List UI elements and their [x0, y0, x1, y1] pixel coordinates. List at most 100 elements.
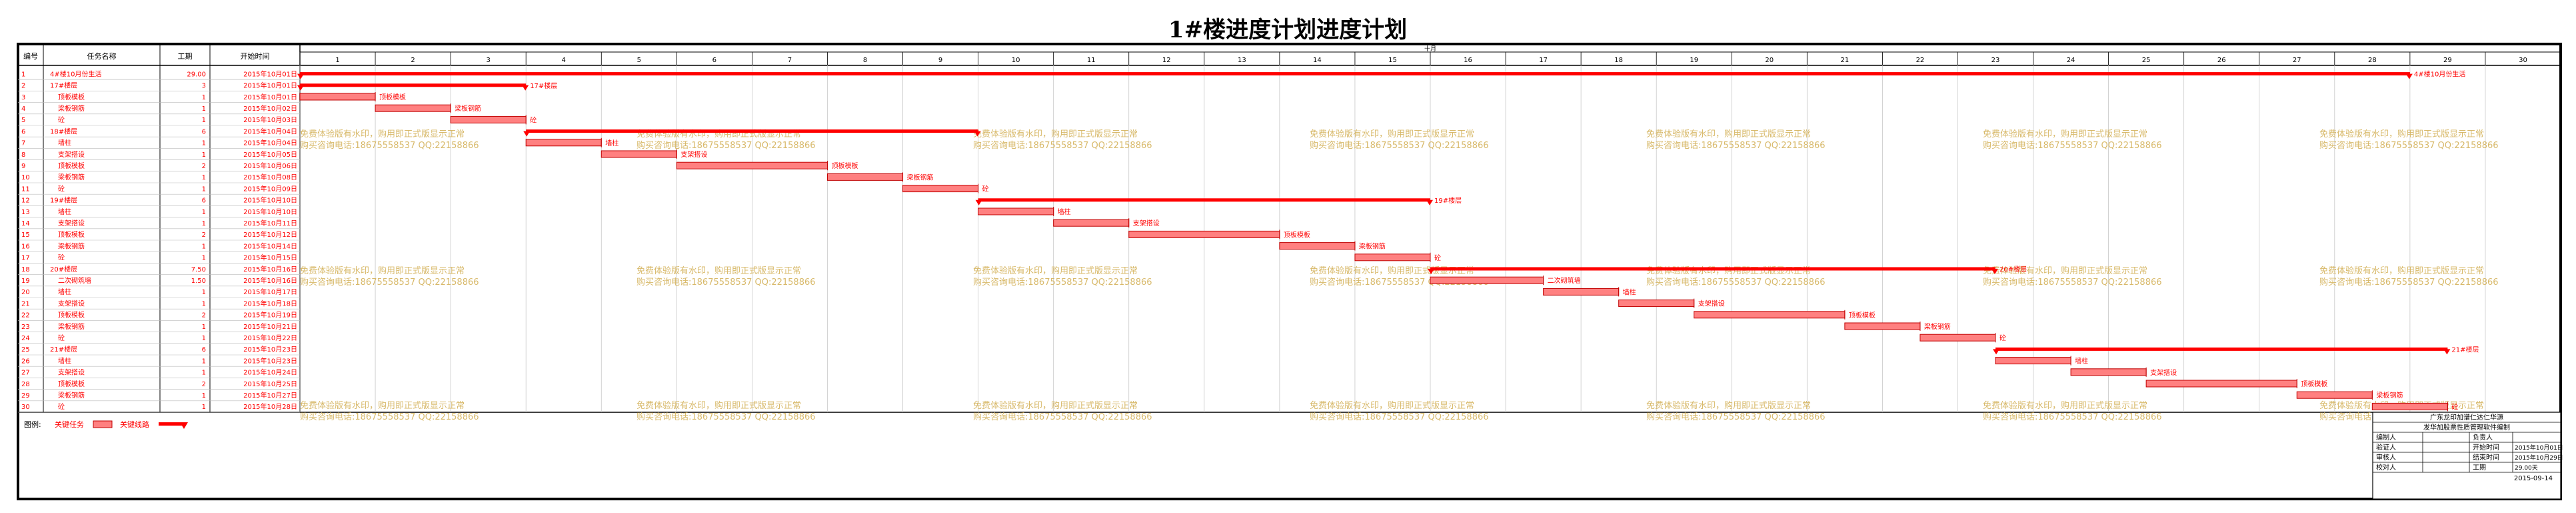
bar-label: 顶板模板 — [1849, 311, 1876, 320]
task-duration: 1 — [202, 392, 206, 400]
task-duration: 1 — [202, 358, 206, 365]
watermark-line1: 免费体验版有水印，购用即正式版显示正常 — [637, 266, 801, 276]
task-bar — [450, 115, 527, 123]
watermark-line2: 购买咨询电话:18675558537 QQ:22158866 — [1646, 412, 1826, 422]
summary-bar — [1995, 347, 2448, 351]
task-duration: 6 — [202, 197, 206, 205]
watermark-line2: 购买咨询电话:18675558537 QQ:22158866 — [1646, 277, 1826, 288]
task-start: 2015年10月28日 — [243, 402, 297, 411]
task-duration: 1 — [202, 255, 206, 262]
task-start: 2015年10月18日 — [243, 299, 297, 308]
task-name: 顶板模板 — [58, 380, 85, 388]
task-start: 2015年10月06日 — [243, 161, 297, 170]
task-name: 支架搭设 — [58, 299, 85, 308]
task-name: 顶板模板 — [58, 230, 85, 239]
day-tick-label: 10 — [1012, 57, 1020, 64]
task-id: 5 — [21, 117, 25, 124]
bar-label: 砼 — [1434, 253, 1441, 262]
task-duration: 2 — [202, 231, 206, 239]
task-start: 2015年10月03日 — [243, 115, 297, 124]
summary-bar — [300, 72, 2410, 76]
task-name: 顶板模板 — [58, 161, 85, 170]
bar-label: 梁板钢筋 — [1924, 322, 1951, 331]
task-bar — [826, 173, 904, 181]
task-name: 支架搭设 — [58, 150, 85, 159]
task-start: 2015年10月24日 — [243, 368, 297, 377]
task-name: 墙柱 — [58, 356, 71, 365]
watermark-line1: 免费体验版有水印，购用即正式版显示正常 — [1310, 129, 1474, 139]
bar-label: 梁板钢筋 — [455, 104, 481, 113]
task-name: 砼 — [58, 402, 65, 411]
task-duration: 1 — [202, 105, 206, 113]
task-bar — [1354, 253, 1431, 262]
task-id: 4 — [21, 105, 25, 113]
task-duration: 2 — [202, 312, 206, 320]
watermark-line2: 购买咨询电话:18675558537 QQ:22158866 — [1983, 277, 2162, 288]
bar-label: 支架搭设 — [680, 150, 707, 159]
task-name: 墙柱 — [58, 288, 71, 296]
task-id: 28 — [21, 381, 30, 388]
bar-label: 支架搭设 — [1698, 300, 1725, 308]
task-id: 11 — [21, 185, 30, 193]
task-start: 2015年10月01日 — [243, 93, 297, 101]
summary-end-marker — [2405, 73, 2413, 79]
task-bar — [2371, 402, 2448, 410]
bar-label: 21#楼层 — [2451, 345, 2479, 354]
task-start: 2015年10月11日 — [243, 219, 297, 227]
month-label: 十月 — [1424, 45, 1436, 53]
watermark-line2: 购买咨询电话:18675558537 QQ:22158866 — [2319, 140, 2499, 151]
task-start: 2015年10月17日 — [243, 288, 297, 296]
watermark-line2: 购买咨询电话:18675558537 QQ:22158866 — [300, 277, 479, 288]
task-bar — [2145, 380, 2297, 388]
task-bar — [1430, 276, 1544, 284]
task-duration: 1 — [202, 335, 206, 342]
task-id: 8 — [21, 151, 25, 159]
task-id: 15 — [21, 231, 30, 239]
task-start: 2015年10月19日 — [243, 311, 297, 320]
legend-milestone-text: 关键线路 — [120, 420, 149, 429]
task-start: 2015年10月25日 — [243, 380, 297, 388]
task-start: 2015年10月04日 — [243, 127, 297, 135]
summary-start-marker — [297, 73, 304, 79]
watermark-line1: 免费体验版有水印，购用即正式版显示正常 — [2319, 129, 2484, 139]
bar-label: 砼 — [1999, 334, 2006, 342]
task-duration: 1 — [202, 300, 206, 308]
watermark-line2: 购买咨询电话:18675558537 QQ:22158866 — [2319, 277, 2499, 288]
task-id: 2 — [21, 83, 25, 90]
bar-label: 梁板钢筋 — [2376, 391, 2403, 400]
day-tick-label: 4 — [562, 57, 566, 64]
bar-label: 砼 — [982, 185, 989, 193]
task-duration: 1 — [202, 151, 206, 159]
day-tick-label: 5 — [637, 57, 641, 64]
summary-end-marker — [2443, 349, 2451, 355]
info-right-value: 2015年10月29日 — [2515, 454, 2563, 462]
day-tick-label: 3 — [486, 57, 490, 64]
watermark-line1: 免费体验版有水印，购用即正式版显示正常 — [1983, 266, 2147, 276]
task-name: 20#楼层 — [50, 265, 77, 274]
watermark-line1: 免费体验版有水印，购用即正式版显示正常 — [637, 400, 801, 411]
task-start: 2015年10月23日 — [243, 356, 297, 365]
info-right-label: 工期 — [2473, 464, 2486, 472]
watermark-line1: 免费体验版有水印，购用即正式版显示正常 — [973, 129, 1138, 139]
task-id: 20 — [21, 289, 30, 296]
day-tick-label: 26 — [2217, 57, 2226, 64]
summary-start-marker — [975, 199, 982, 205]
legend-label: 图例: — [24, 420, 41, 429]
task-bar — [1279, 242, 1356, 250]
task-name: 21#楼层 — [50, 345, 77, 354]
task-name: 18#楼层 — [50, 127, 77, 135]
legend-critical-text: 关键任务 — [55, 420, 84, 429]
watermark-line2: 购买咨询电话:18675558537 QQ:22158866 — [637, 140, 816, 151]
task-bar — [1128, 230, 1280, 238]
bar-label: 墙柱 — [1058, 207, 1071, 216]
task-bar — [375, 104, 451, 112]
task-bar — [978, 207, 1054, 215]
summary-bar — [526, 129, 978, 133]
task-duration: 1 — [202, 94, 206, 101]
task-name: 砼 — [58, 253, 65, 262]
task-bar — [1618, 300, 1695, 308]
bar-label: 墙柱 — [605, 139, 619, 147]
task-id: 27 — [21, 370, 30, 377]
